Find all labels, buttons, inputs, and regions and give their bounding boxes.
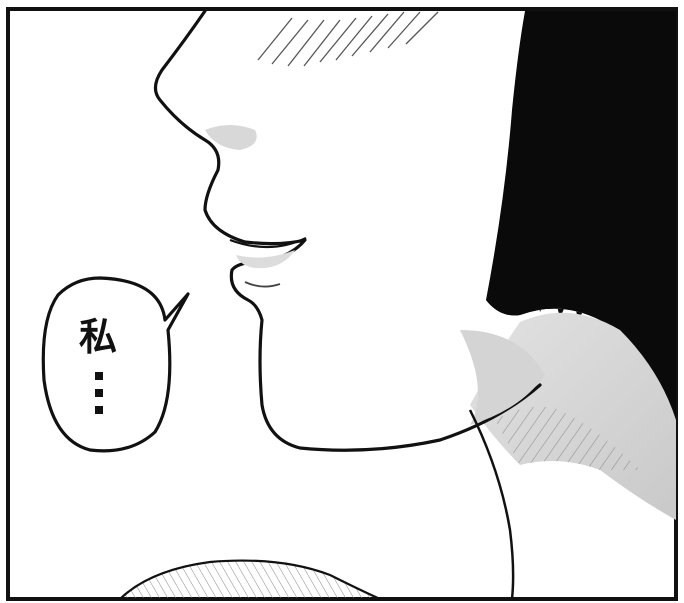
hair-tips: [486, 280, 676, 420]
jaw-shadow: [460, 330, 545, 425]
cheek-hatching: [257, 11, 439, 67]
lip-shadow: [236, 250, 295, 269]
ellipsis-dots: [93, 372, 105, 423]
neck-hatching: [495, 406, 640, 470]
mouth-line: [229, 237, 307, 249]
neck-line: [468, 409, 515, 600]
chin-detail: [244, 281, 281, 288]
shoulder: [117, 559, 381, 601]
speech-bubble-text: 私: [78, 315, 117, 359]
nose-shadow: [205, 125, 257, 150]
speech-bubble: [41, 276, 190, 453]
